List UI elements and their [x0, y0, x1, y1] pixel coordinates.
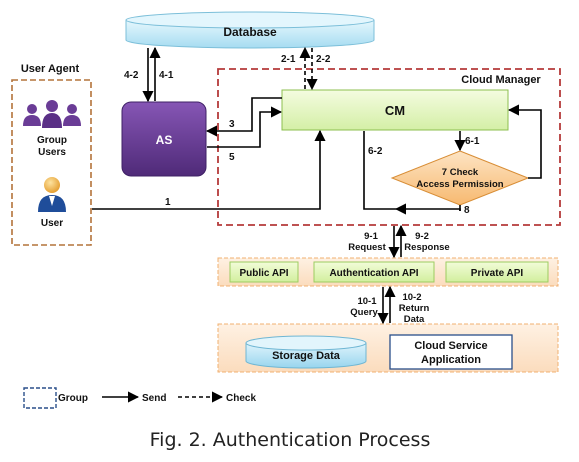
cloud-service-app-node: Cloud Service Application [389, 334, 513, 370]
edge-label-4-2: 4-2 [124, 70, 139, 81]
database-label: Database [223, 25, 277, 39]
edge-label-6-1: 6-1 [465, 136, 480, 147]
edge-label-10-2-text2: Data [404, 314, 425, 325]
group-users-label-line2: Users [38, 147, 66, 158]
storage-data-node: Storage Data [245, 335, 367, 369]
public-api-label: Public API [239, 268, 288, 279]
edge-label-2-2: 2-2 [316, 54, 331, 65]
edge-label-9-2-num: 9-2 [415, 231, 429, 242]
figure-caption: Fig. 2. Authentication Process [150, 429, 431, 451]
edge-3 [205, 97, 282, 137]
edge-label-6-2: 6-2 [368, 146, 383, 157]
edge-label-1: 1 [165, 197, 171, 208]
as-node: AS [121, 101, 207, 177]
auth-api-box [313, 261, 435, 283]
user-agent-label: User Agent [21, 63, 80, 75]
public-api-box [229, 261, 299, 283]
cloud-service-app-line2: Application [421, 354, 481, 366]
edge-check-loop [507, 104, 542, 179]
user-label: User [41, 218, 63, 229]
legend-send-label: Send [142, 393, 166, 404]
edge-label-3: 3 [229, 119, 235, 130]
edge-label-10-1-text: Query [350, 307, 378, 318]
as-label: AS [156, 133, 173, 147]
edge-5 [207, 106, 283, 148]
edge-8-join [394, 203, 461, 215]
group-users-label-line1: Group [37, 135, 67, 146]
database-node: Database [125, 11, 375, 49]
private-api-label: Private API [471, 268, 524, 279]
private-api-box [445, 261, 549, 283]
user-agent-group: User Agent Group Users User [11, 63, 92, 246]
edge-labels: 4-2 4-1 2-1 2-2 3 5 1 6-1 6-2 8 9-1 Requ… [124, 54, 480, 325]
storage-layer: Storage Data Cloud Service Application [217, 323, 559, 373]
edge-label-2-1: 2-1 [281, 54, 296, 65]
edge-6-2 [363, 131, 396, 210]
edge-label-8: 8 [464, 205, 470, 216]
cm-node: CM [281, 89, 509, 131]
edge-label-10-2-num: 10-2 [402, 292, 421, 303]
edge-label-9-1-num: 9-1 [364, 231, 378, 242]
edge-label-5: 5 [229, 152, 235, 163]
legend: Group Send Check [23, 387, 256, 409]
edge-label-9-2-text: Response [404, 242, 449, 253]
user-icon [38, 177, 66, 212]
edge-label-4-1: 4-1 [159, 70, 174, 81]
check-label-line1: 7 Check [442, 167, 479, 178]
check-permission-node: 7 Check Access Permission [390, 150, 530, 206]
check-label-line2: Access Permission [416, 179, 503, 190]
auth-api-label: Authentication API [329, 268, 418, 279]
group-users-icon [23, 100, 81, 128]
cloud-manager-label: Cloud Manager [461, 74, 541, 86]
storage-data-label: Storage Data [272, 350, 341, 362]
edge-label-10-1-num: 10-1 [357, 296, 377, 307]
legend-group-swatch [23, 387, 57, 409]
edge-label-10-2-text1: Return [399, 303, 430, 314]
cm-label: CM [385, 103, 405, 118]
legend-check-label: Check [226, 393, 256, 404]
edge-1 [92, 129, 326, 210]
edges [92, 46, 542, 325]
cloud-service-app-line1: Cloud Service [414, 340, 487, 352]
legend-group-label: Group [58, 393, 88, 404]
api-layer: Public API Authentication API Private AP… [217, 257, 559, 287]
edge-label-9-1-text: Request [348, 242, 386, 253]
